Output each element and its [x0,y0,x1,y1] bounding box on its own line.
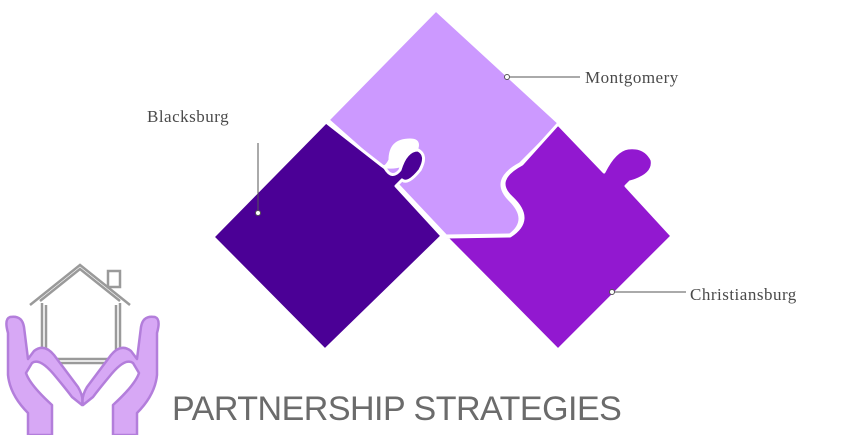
leader-dot-blacksburg [255,210,261,216]
label-blacksburg: Blacksburg [147,107,230,126]
puzzle-piece-christiansburg [444,122,674,352]
label-christiansburg: Christiansburg [690,285,797,304]
label-montgomery: Montgomery [585,68,679,87]
leader-dot-christiansburg [609,289,615,295]
house-in-hands-icon [5,263,160,435]
leader-dot-montgomery [504,74,510,80]
page-title: PARTNERSHIP STRATEGIES [172,390,622,428]
puzzle-piece-blacksburg [211,120,444,352]
